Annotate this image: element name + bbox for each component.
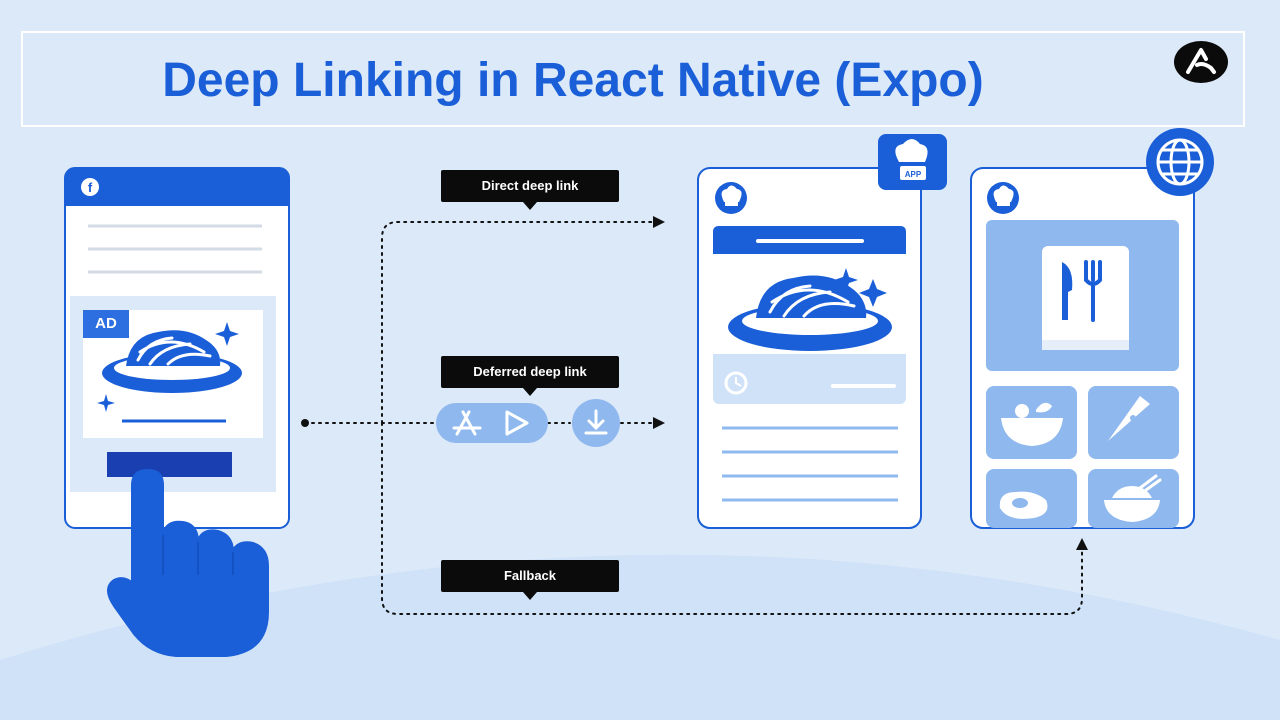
sparkle-icon <box>215 322 239 346</box>
cutlery-icon <box>1042 246 1129 350</box>
download-icon <box>572 399 620 447</box>
background-hill <box>0 554 1280 720</box>
app-phone <box>697 167 922 529</box>
store-pill <box>436 403 548 443</box>
play-store-icon <box>505 410 529 436</box>
ad-cta-button <box>107 452 232 477</box>
rice-bowl-icon <box>1104 474 1162 522</box>
hand-pointer-icon <box>107 468 269 657</box>
web-phone <box>970 167 1195 529</box>
arrow-head <box>1076 538 1088 550</box>
deferred-deep-link-label: Deferred deep link <box>441 356 619 396</box>
title-frame: Deep Linking in React Native (Expo) <box>21 31 1245 127</box>
app-badge-label: APP <box>904 170 922 179</box>
flow-origin-dot <box>301 419 309 427</box>
salad-icon <box>1001 402 1063 446</box>
pasta-icon <box>728 275 892 351</box>
arrow-head <box>653 417 665 429</box>
ad-tag: AD <box>83 310 129 338</box>
clock-icon <box>724 371 748 395</box>
chef-hat-icon <box>987 182 1019 214</box>
arrow-head <box>653 216 665 228</box>
pasta-icon <box>102 330 242 393</box>
flow-connectors <box>304 221 1083 615</box>
fallback-label: Fallback <box>441 560 619 600</box>
sparkle-icon <box>834 268 858 292</box>
globe-icon <box>1146 128 1214 196</box>
fallback-connector <box>381 422 1083 615</box>
app-badge <box>878 134 947 190</box>
facebook-icon: f <box>81 178 99 196</box>
page-title: Deep Linking in React Native (Expo) <box>162 54 984 107</box>
svg-text:f: f <box>88 180 93 195</box>
steak-icon <box>999 491 1048 519</box>
app-store-icon <box>452 410 482 436</box>
ad-phone-header <box>65 168 289 206</box>
sparkle-icon <box>97 394 115 412</box>
direct-connector <box>381 221 656 424</box>
direct-deep-link-label: Direct deep link <box>441 170 619 210</box>
category-pizza <box>1088 386 1179 459</box>
brand-logo-icon <box>1174 41 1228 83</box>
chef-hat-icon <box>715 182 747 214</box>
pizza-icon <box>1108 396 1150 441</box>
sparkle-icon <box>859 279 887 307</box>
ad-phone: f <box>64 167 290 529</box>
